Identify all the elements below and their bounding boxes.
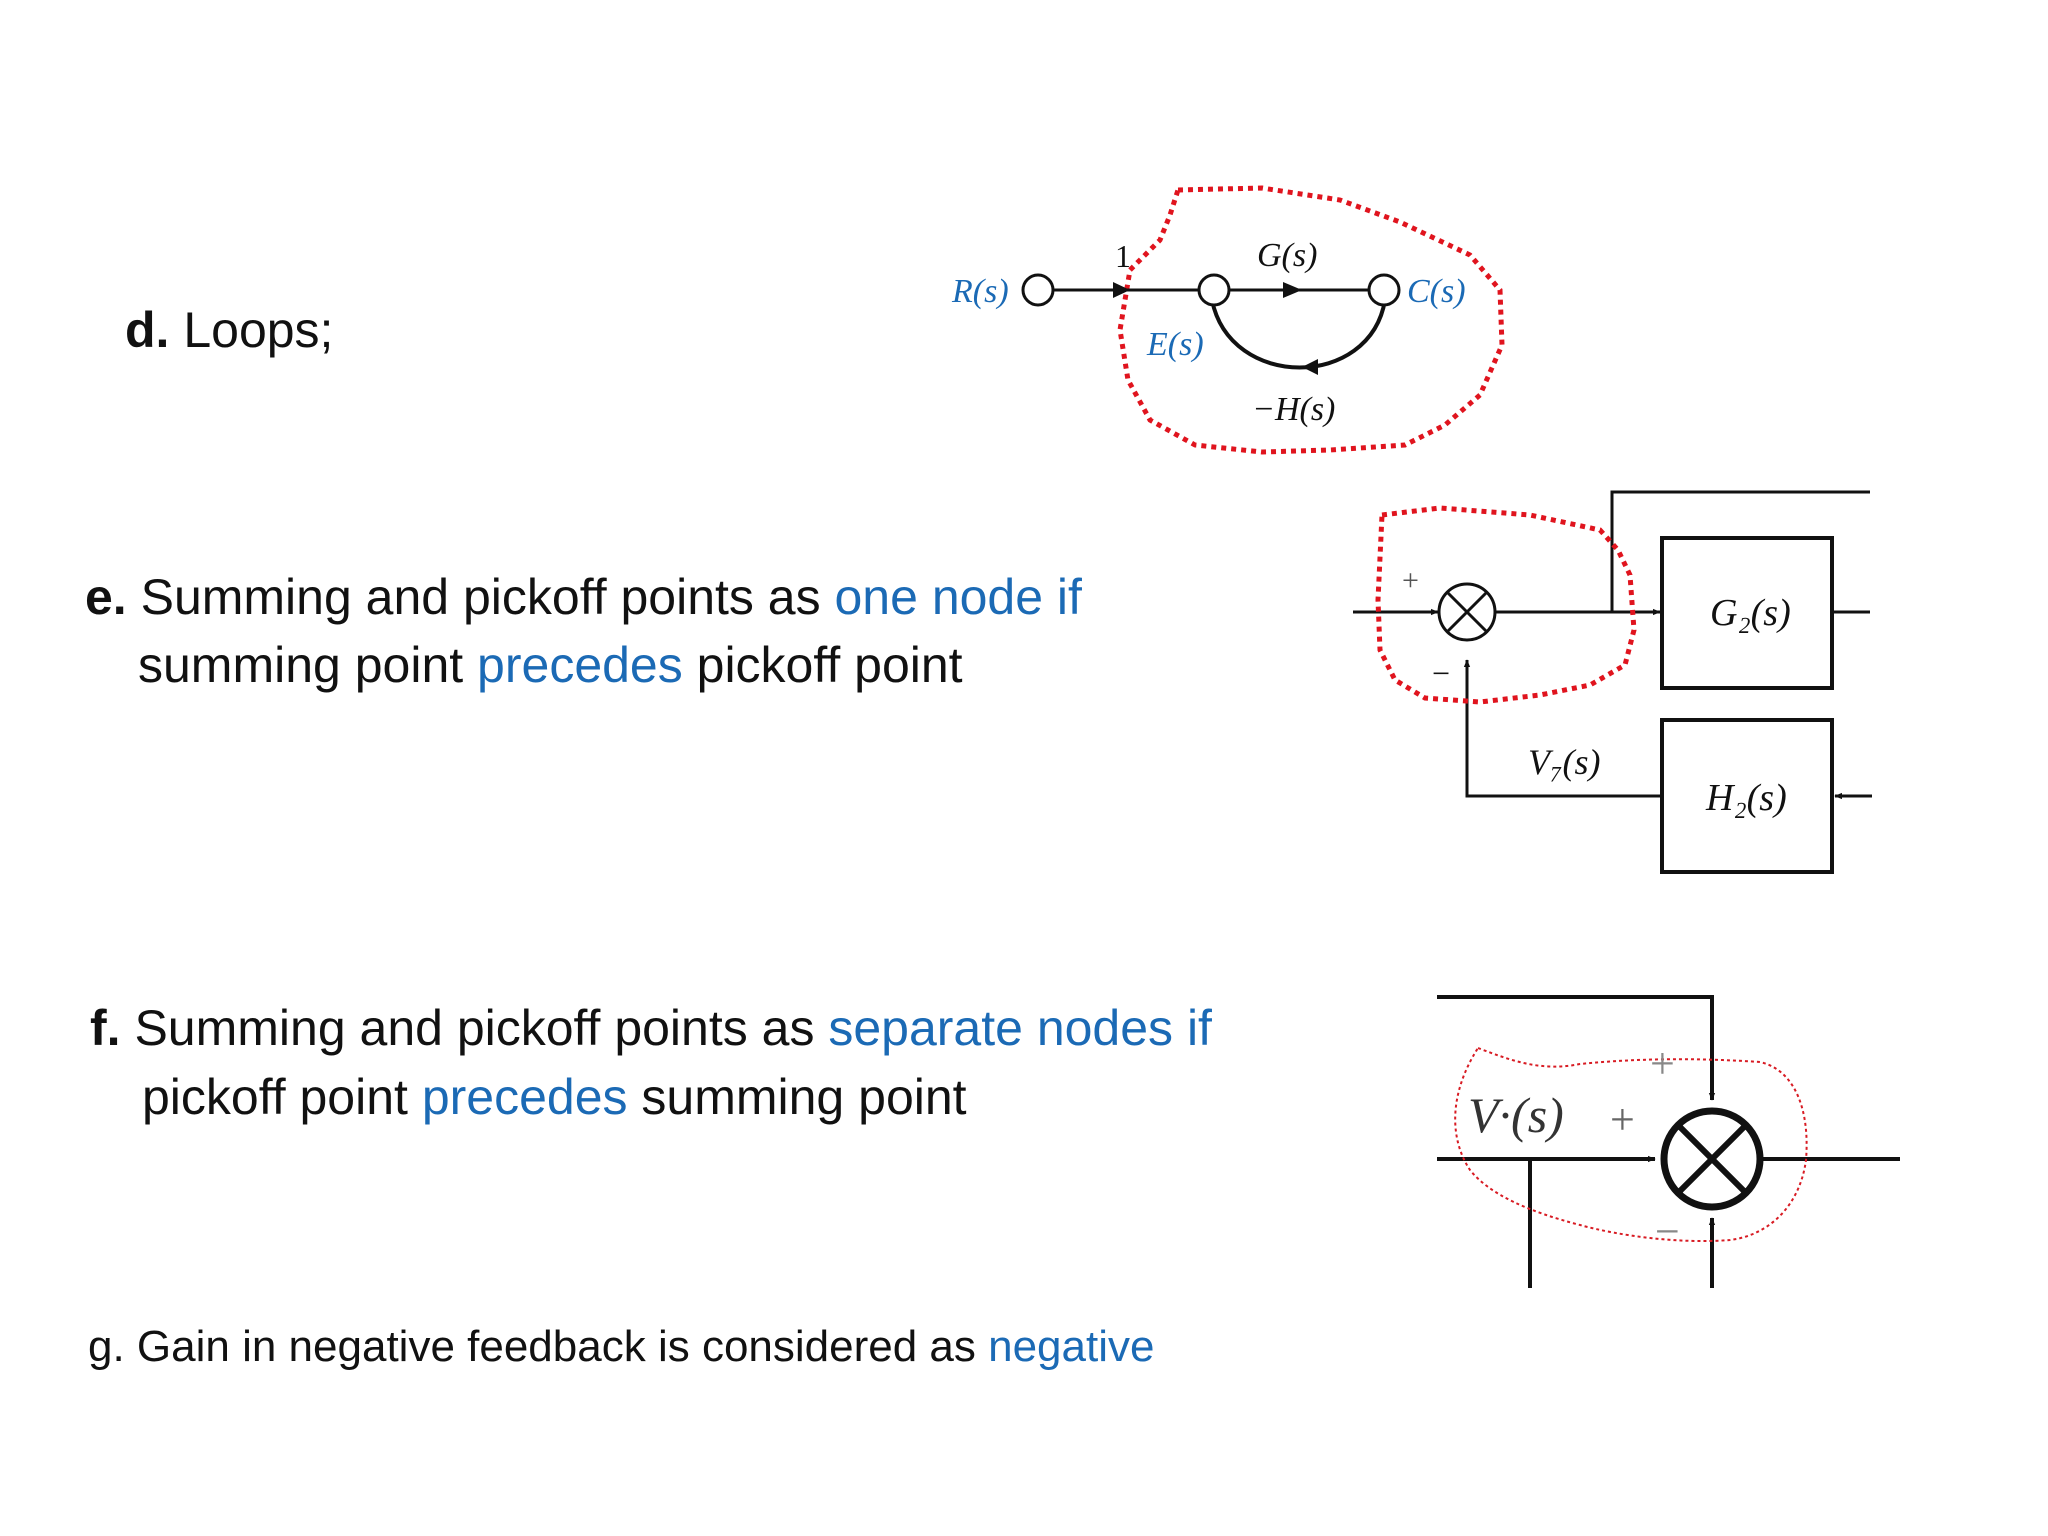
item-e-line2: summing point precedes pickoff point [138, 640, 963, 690]
top-input-line [1437, 995, 1716, 1101]
branch-arrow-1 [1113, 282, 1130, 298]
branch-arrow-feedback [1302, 359, 1318, 375]
block-diagram-f: V·(s) + + − [1437, 995, 1900, 1288]
item-f-text-2: pickoff point [142, 1069, 422, 1125]
label-forward-gain: G(s) [1257, 237, 1317, 274]
label-output: C(s) [1407, 273, 1466, 310]
item-e-highlight-2: precedes [477, 637, 683, 693]
loop-outline-e [1375, 505, 1637, 705]
item-e-highlight-1: one node if [834, 569, 1082, 625]
item-f-line1: f. Summing and pickoff points as separat… [90, 1003, 1212, 1053]
label-signal-v: V·(s) [1468, 1087, 1564, 1143]
item-e-text-3: pickoff point [682, 637, 963, 693]
node-input [1021, 273, 1055, 307]
label-signal-v7: V₇(s) [1528, 742, 1601, 782]
branch-arrow-forward [1283, 282, 1302, 298]
item-g-text: g. Gain in negative feedback is consider… [88, 1322, 989, 1371]
sign-plus-top-f: + [1650, 1039, 1675, 1088]
sign-plus-e: + [1402, 564, 1419, 597]
label-feedback-gain: −H(s) [1252, 391, 1335, 428]
block-g2 [1660, 536, 1834, 690]
item-f-marker: f. [90, 1000, 121, 1056]
signal-flow-graph: R(s) 1 G(s) C(s) E(s) −H(s) [951, 185, 1505, 455]
block-diagram-e: + − G₂(s) H₂(s) V₇(s) [1353, 490, 1872, 874]
item-f-highlight-1: separate nodes if [828, 1000, 1212, 1056]
node-output [1367, 273, 1401, 307]
label-branch-gain: 1 [1115, 238, 1131, 274]
item-g: g. Gain in negative feedback is consider… [88, 1325, 1154, 1369]
label-block-h2: H₂(s) [1705, 777, 1787, 819]
sign-plus-left-f: + [1610, 1095, 1635, 1144]
summing-junction-f [1660, 1107, 1764, 1211]
sign-minus-e: − [1432, 655, 1450, 691]
item-f-line2: pickoff point precedes summing point [142, 1072, 967, 1122]
block-h2 [1660, 718, 1834, 874]
item-g-highlight: negative [988, 1322, 1155, 1371]
item-d-marker: d. [125, 302, 170, 358]
node-error [1197, 273, 1231, 307]
item-d: d. Loops; [125, 305, 333, 355]
item-f-text-3: summing point [627, 1069, 967, 1125]
label-input: R(s) [951, 273, 1009, 310]
label-block-g2: G₂(s) [1710, 592, 1791, 634]
top-feedback-line [1610, 490, 1870, 611]
item-e-line1: e. Summing and pickoff points as one nod… [85, 572, 1082, 622]
label-error: E(s) [1146, 326, 1204, 363]
item-e-text-1: Summing and pickoff points as [126, 569, 835, 625]
item-d-text: Loops; [169, 302, 334, 358]
item-f-highlight-2: precedes [421, 1069, 628, 1125]
item-e-text-2: summing point [138, 637, 478, 693]
sign-minus-bottom-f: − [1655, 1207, 1680, 1256]
branch-feedback [1210, 299, 1387, 370]
item-e-marker: e. [85, 569, 127, 625]
feedback-path [1463, 659, 1665, 798]
loop-outline-f [1454, 1046, 1808, 1243]
item-f-text-1: Summing and pickoff points as [120, 1000, 829, 1056]
summing-junction-e [1437, 582, 1497, 642]
